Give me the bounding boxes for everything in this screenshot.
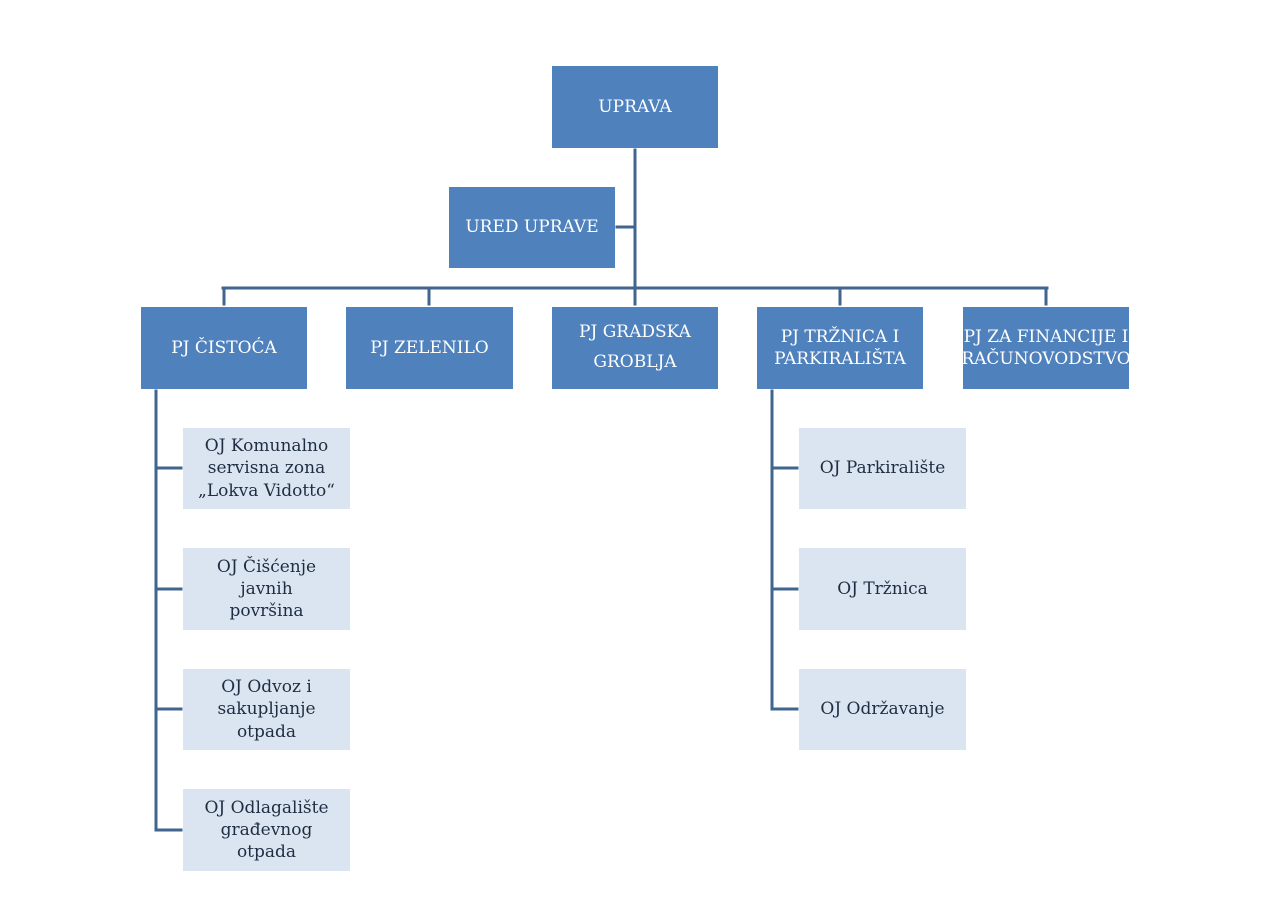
- node-pj-financije-racunovodstvo: PJ ZA FINANCIJE I RAČUNOVODSTVO: [961, 307, 1131, 389]
- node-pj-cistoca-label: PJ ČISTOĆA: [171, 337, 277, 358]
- connector-lines: [154, 148, 1049, 832]
- node-oj-ciscenje-javnih-povrsina-label: OJ Čišćenje javnih površina: [216, 556, 317, 622]
- node-ured-uprave-label: URED UPRAVE: [465, 217, 599, 238]
- node-oj-komunalno-servisna-zona-label: OJ Komunalno servisna zona „Lokva Vidott…: [198, 436, 335, 501]
- node-oj-odlagaliste-gradevnog-otpada-label: OJ Odlagalište građevnog otpada: [204, 797, 329, 863]
- node-oj-trznica-label: OJ Tržnica: [837, 578, 928, 599]
- node-pj-trznica-parkiralista-label: PJ TRŽNICA I PARKIRALIŠTA: [774, 326, 906, 369]
- node-oj-parkiraliste-label: OJ Parkiralište: [819, 458, 946, 479]
- node-oj-odrzavanje-label: OJ Održavanje: [820, 699, 945, 720]
- node-pj-trznica-parkiralista: PJ TRŽNICA I PARKIRALIŠTA: [757, 307, 923, 389]
- node-pj-zelenilo: PJ ZELENILO: [346, 307, 513, 389]
- node-oj-odlagaliste-gradevnog-otpada: OJ Odlagalište građevnog otpada: [183, 789, 350, 871]
- node-oj-odvoz-sakupljanje-otpada: OJ Odvoz i sakupljanje otpada: [183, 669, 350, 750]
- node-oj-ciscenje-javnih-povrsina: OJ Čišćenje javnih površina: [183, 548, 350, 630]
- node-pj-gradska-groblja-label: PJ GRADSKA GROBLJA: [579, 322, 691, 372]
- node-oj-odrzavanje: OJ Održavanje: [799, 669, 966, 750]
- node-oj-trznica: OJ Tržnica: [799, 548, 966, 630]
- node-oj-odvoz-sakupljanje-otpada-label: OJ Odvoz i sakupljanje otpada: [217, 677, 316, 742]
- node-oj-parkiraliste: OJ Parkiralište: [799, 428, 966, 509]
- node-oj-komunalno-servisna-zona: OJ Komunalno servisna zona „Lokva Vidott…: [183, 428, 350, 509]
- node-uprava-label: UPRAVA: [598, 96, 672, 117]
- node-ured-uprave: URED UPRAVE: [449, 187, 615, 268]
- node-uprava: UPRAVA: [552, 66, 718, 148]
- node-pj-zelenilo-label: PJ ZELENILO: [370, 337, 489, 358]
- node-pj-financije-racunovodstvo-label: PJ ZA FINANCIJE I RAČUNOVODSTVO: [961, 326, 1131, 369]
- node-pj-gradska-groblja: PJ GRADSKA GROBLJA: [552, 307, 718, 389]
- node-pj-cistoca: PJ ČISTOĆA: [141, 307, 307, 389]
